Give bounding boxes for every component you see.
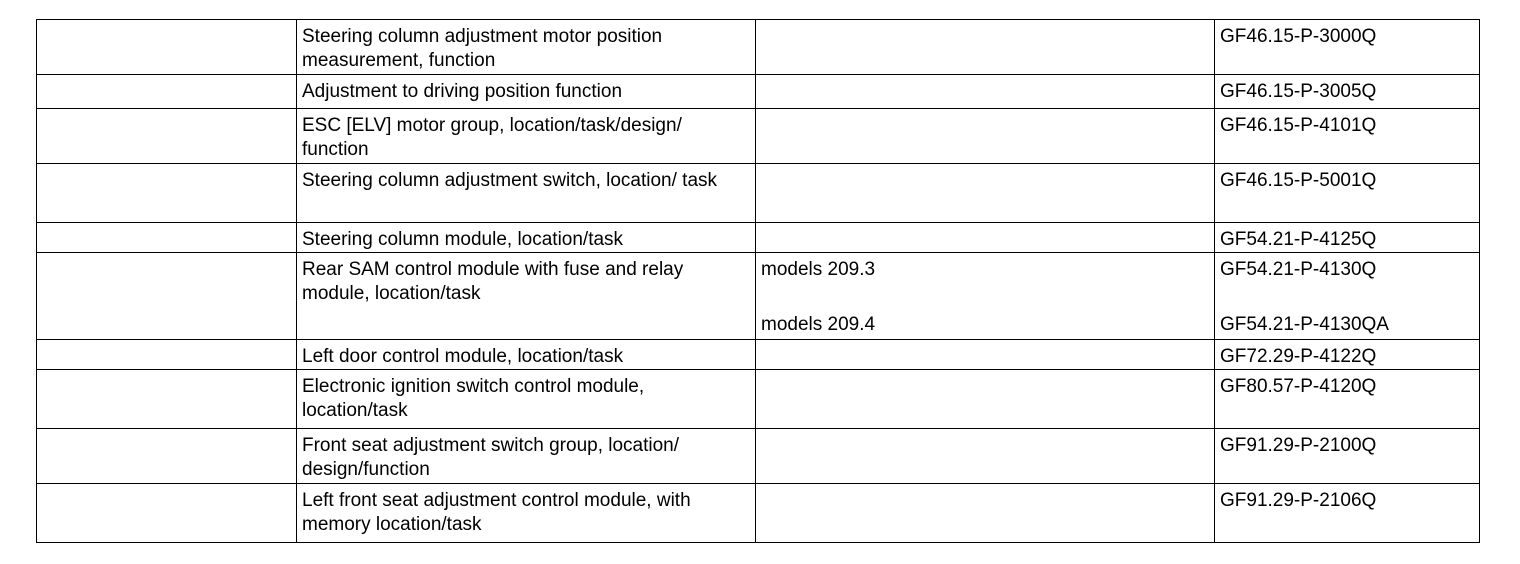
description-cell: Steering column adjustment switch, locat…	[296, 163, 756, 223]
description-cell: Left front seat adjustment control modul…	[296, 483, 756, 543]
document-link[interactable]: GF91.29-P-2100Q	[1214, 428, 1480, 484]
table-row: Left front seat adjustment control modul…	[36, 483, 1480, 543]
document-link[interactable]: GF80.57-P-4120Q	[1214, 369, 1480, 429]
table-row: Left door control module, location/task …	[36, 339, 1480, 370]
condition-cell: models 209.3 models 209.4	[755, 252, 1215, 340]
table-row: Front seat adjustment switch group, loca…	[36, 428, 1480, 484]
document-link[interactable]: GF46.15-P-5001Q	[1214, 163, 1480, 223]
table-row: Adjustment to driving position function …	[36, 74, 1480, 109]
condition-cell	[755, 163, 1215, 223]
table-row: Steering column adjustment motor positio…	[36, 19, 1480, 75]
document-link[interactable]: GF91.29-P-2106Q	[1214, 483, 1480, 543]
document-link[interactable]: GF46.15-P-3005Q	[1214, 74, 1480, 109]
description-cell: Front seat adjustment switch group, loca…	[296, 428, 756, 484]
document-link[interactable]: GF54.21-P-4125Q	[1214, 222, 1480, 253]
condition-text: models 209.4	[761, 314, 876, 335]
table-row: ESC [ELV] motor group, location/task/des…	[36, 108, 1480, 164]
description-cell: Rear SAM control module with fuse and re…	[296, 252, 756, 340]
empty-cell	[36, 163, 297, 223]
condition-cell	[755, 428, 1215, 484]
condition-cell	[755, 483, 1215, 543]
document-link[interactable]: GF46.15-P-3000Q	[1214, 19, 1480, 75]
table-row: Electronic ignition switch control modul…	[36, 369, 1480, 429]
condition-cell	[755, 74, 1215, 109]
condition-cell	[755, 19, 1215, 75]
table-row: Rear SAM control module with fuse and re…	[36, 252, 1480, 340]
empty-cell	[36, 222, 297, 253]
document-link[interactable]: GF46.15-P-4101Q	[1214, 108, 1480, 164]
condition-text: models 209.3	[761, 259, 876, 280]
document-reference-table: Steering column adjustment motor positio…	[36, 19, 1480, 543]
empty-cell	[36, 483, 297, 543]
empty-cell	[36, 428, 297, 484]
description-cell: Steering column module, location/task	[296, 222, 756, 253]
table-row: Steering column adjustment switch, locat…	[36, 163, 1480, 223]
description-cell: Electronic ignition switch control modul…	[296, 369, 756, 429]
document-link[interactable]: GF72.29-P-4122Q	[1214, 339, 1480, 370]
description-cell: ESC [ELV] motor group, location/task/des…	[296, 108, 756, 164]
condition-cell	[755, 339, 1215, 370]
description-cell: Left door control module, location/task	[296, 339, 756, 370]
document-cell: GF54.21-P-4130Q GF54.21-P-4130QA	[1214, 252, 1480, 340]
description-cell: Adjustment to driving position function	[296, 74, 756, 109]
condition-cell	[755, 108, 1215, 164]
empty-cell	[36, 369, 297, 429]
document-link[interactable]: GF54.21-P-4130Q	[1220, 259, 1377, 280]
empty-cell	[36, 252, 297, 340]
condition-cell	[755, 369, 1215, 429]
empty-cell	[36, 74, 297, 109]
empty-cell	[36, 108, 297, 164]
empty-cell	[36, 19, 297, 75]
table-row: Steering column module, location/task GF…	[36, 222, 1480, 253]
document-link[interactable]: GF54.21-P-4130QA	[1220, 314, 1389, 335]
description-cell: Steering column adjustment motor positio…	[296, 19, 756, 75]
empty-cell	[36, 339, 297, 370]
condition-cell	[755, 222, 1215, 253]
